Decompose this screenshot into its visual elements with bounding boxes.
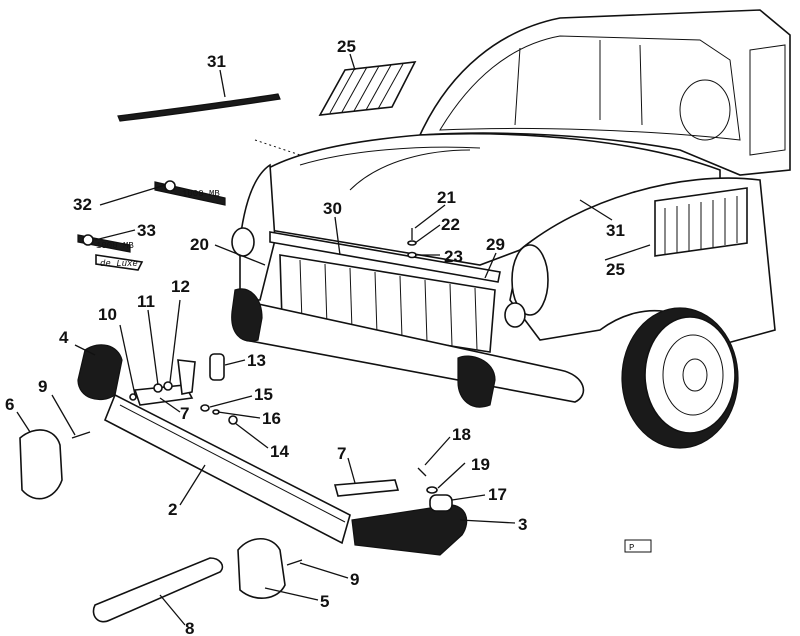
bolt-9-right bbox=[286, 559, 303, 566]
badge-33-script: de Luxe bbox=[100, 259, 138, 269]
callout-labels: 31 25 32 33 20 30 21 22 23 29 31 25 4 10… bbox=[5, 37, 625, 636]
bolt-9-left bbox=[71, 431, 91, 439]
callout-6: 6 bbox=[5, 395, 14, 414]
front-wheel bbox=[621, 307, 739, 449]
badge-32-text: 1000 MB bbox=[182, 189, 220, 199]
callout-7-left: 7 bbox=[180, 404, 189, 423]
callout-3: 3 bbox=[518, 515, 527, 534]
callout-18: 18 bbox=[452, 425, 471, 444]
bolt-set-hood bbox=[407, 228, 417, 259]
bracket-7-right bbox=[333, 479, 400, 497]
bumper-end-6 bbox=[19, 429, 63, 500]
bumper-end-3 bbox=[351, 504, 468, 556]
callout-16: 16 bbox=[262, 409, 281, 428]
washers-bolt bbox=[200, 404, 238, 425]
car-body bbox=[231, 9, 791, 449]
clip-13 bbox=[209, 353, 225, 381]
callout-25-top: 25 bbox=[337, 37, 356, 56]
callout-14: 14 bbox=[270, 442, 289, 461]
rubber-strip-8 bbox=[92, 557, 224, 623]
drawing-stamp: P bbox=[624, 539, 652, 553]
callout-15: 15 bbox=[254, 385, 273, 404]
bracket-left bbox=[129, 359, 196, 406]
callout-31-top: 31 bbox=[207, 52, 226, 71]
side-louvers bbox=[654, 187, 748, 257]
callout-5: 5 bbox=[320, 592, 329, 611]
callout-9-left: 9 bbox=[38, 377, 47, 396]
badge-33-text: 1000 MB bbox=[96, 241, 134, 251]
callout-19: 19 bbox=[471, 455, 490, 474]
callout-32: 32 bbox=[73, 195, 92, 214]
callout-23: 23 bbox=[444, 247, 463, 266]
callout-20: 20 bbox=[190, 235, 209, 254]
trim-strip bbox=[117, 93, 281, 122]
callout-10: 10 bbox=[98, 305, 117, 324]
callout-11: 11 bbox=[137, 292, 155, 311]
overrider-4 bbox=[77, 344, 123, 401]
callout-21: 21 bbox=[437, 188, 456, 207]
badge-33: 1000 MB de Luxe bbox=[77, 234, 144, 271]
callout-7-right: 7 bbox=[337, 444, 346, 463]
callout-4: 4 bbox=[59, 328, 69, 347]
callout-8: 8 bbox=[185, 619, 194, 636]
callout-31-right: 31 bbox=[606, 221, 625, 240]
callout-33: 33 bbox=[137, 221, 156, 240]
vent-louver bbox=[318, 61, 417, 116]
callout-2: 2 bbox=[168, 500, 177, 519]
leader-lines bbox=[16, 53, 651, 626]
callout-25-right: 25 bbox=[606, 260, 625, 279]
rubber-block-set bbox=[417, 467, 453, 512]
callout-30: 30 bbox=[323, 199, 342, 218]
overrider-5 bbox=[237, 537, 286, 599]
callout-9-right: 9 bbox=[350, 570, 359, 589]
badge-32: 1000 MB bbox=[154, 180, 226, 206]
callout-12: 12 bbox=[171, 277, 190, 296]
callout-22: 22 bbox=[441, 215, 460, 234]
callout-13: 13 bbox=[247, 351, 266, 370]
installed-bumper bbox=[231, 288, 585, 408]
callout-29: 29 bbox=[486, 235, 505, 254]
callout-17: 17 bbox=[488, 485, 507, 504]
drawing-stamp-text: P bbox=[629, 543, 634, 553]
bumper-bar-2 bbox=[103, 393, 351, 545]
